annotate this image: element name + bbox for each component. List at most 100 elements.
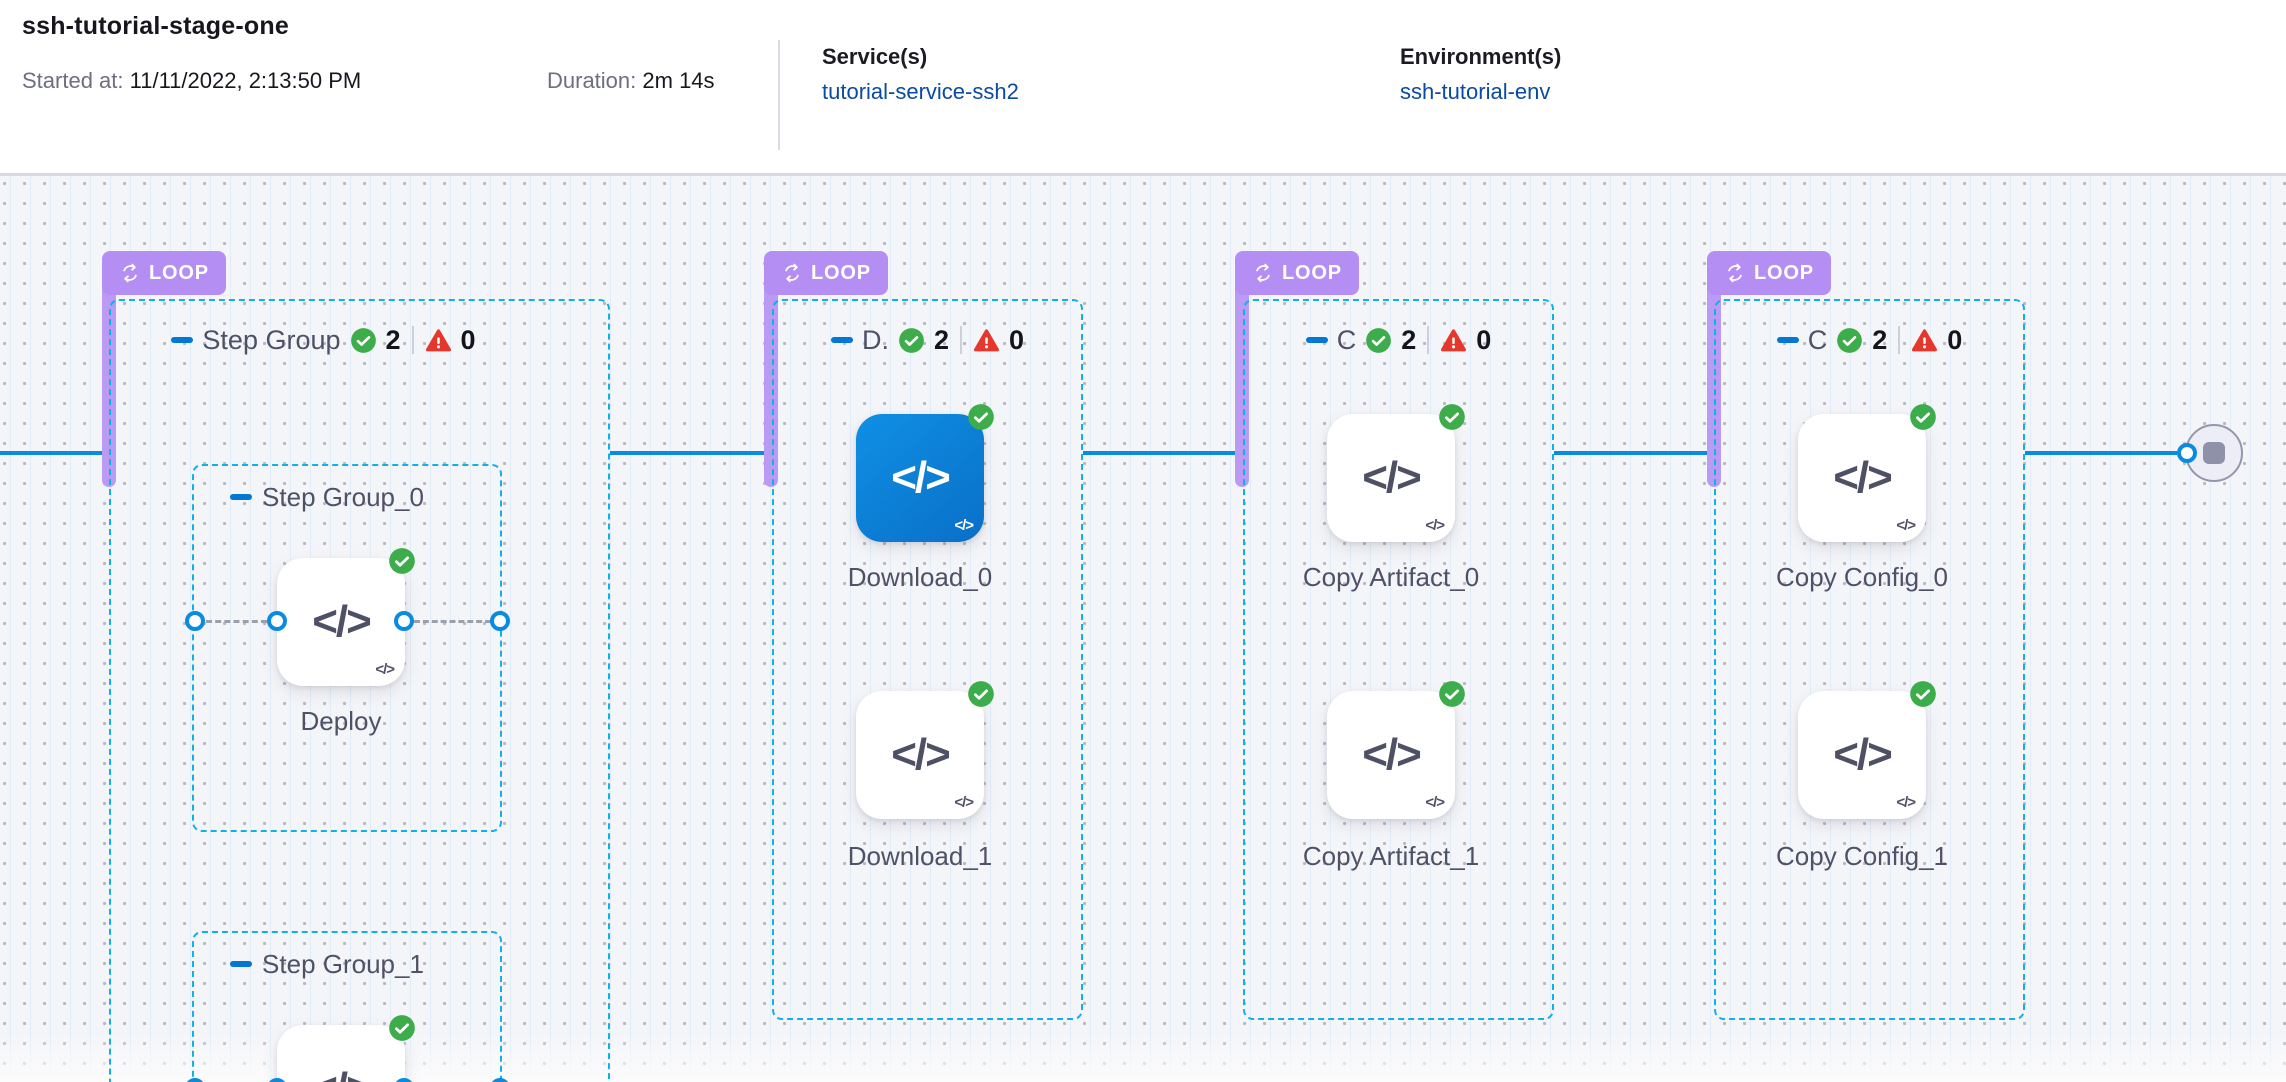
success-count: 2 — [385, 324, 401, 355]
step-group-1-box[interactable]: Step Group_1 </> — [185, 931, 510, 1082]
step-group-1-name: Step Group_1 — [262, 948, 424, 979]
group-name: D. — [861, 324, 889, 355]
environment-link[interactable]: ssh-tutorial-env — [1400, 79, 1551, 104]
connector-anchor[interactable] — [490, 1078, 510, 1082]
collapse-dash-icon[interactable] — [230, 494, 253, 500]
failure-warning-icon — [1912, 328, 1938, 351]
count-divider — [1898, 326, 1901, 354]
end-node-anchor[interactable] — [2177, 443, 2197, 463]
connector-dashed-line — [206, 620, 267, 623]
step-label: Copy Config_1 — [1776, 841, 1948, 871]
stop-square-icon — [2203, 442, 2225, 464]
step-card-copy-config-0[interactable]: </> </> — [1798, 404, 1936, 542]
step-slot: </> </> Deploy — [277, 548, 415, 736]
execution-header: ssh-tutorial-stage-one Started at: 11/11… — [0, 0, 2286, 176]
success-count: 2 — [933, 324, 949, 355]
failed-count: 0 — [1476, 324, 1492, 355]
loop-badge: LOOP — [102, 251, 226, 295]
loop-badge-label: LOOP — [1754, 261, 1814, 284]
step-card[interactable]: </> — [277, 1015, 415, 1082]
step-group-0-name: Step Group_0 — [262, 481, 424, 512]
header-divider — [778, 40, 780, 150]
group-header: C 2 0 — [1716, 325, 2023, 355]
step-slot: </> </> Download_0 — [848, 404, 994, 592]
copy-config-group-box[interactable]: C 2 0 </> </> Copy Config_0 </> </> — [1714, 299, 2025, 1020]
count-divider — [1427, 326, 1430, 354]
success-check-icon — [968, 681, 994, 707]
code-step-icon: </> — [1833, 453, 1893, 502]
connector-anchor[interactable] — [185, 611, 205, 631]
loop-icon — [119, 262, 141, 284]
step-label: Download_1 — [847, 841, 993, 871]
step-label: Copy Artifact_0 — [1302, 562, 1480, 592]
step-label: Download_0 — [847, 562, 993, 592]
success-check-icon — [1910, 681, 1936, 707]
code-mini-icon: </> — [1896, 794, 1916, 811]
step-group-header: Step Group 2 0 — [111, 325, 608, 355]
step-card-download-0[interactable]: </> </> — [856, 404, 994, 542]
step-card-copy-artifact-1[interactable]: </> </> — [1327, 681, 1465, 819]
flow-line-segment — [0, 451, 109, 455]
success-check-icon — [1910, 404, 1936, 430]
success-check-icon — [1439, 404, 1465, 430]
collapse-dash-icon[interactable] — [171, 337, 194, 343]
step-card-deploy[interactable]: </> </> — [277, 548, 415, 686]
group-header: D. 2 0 — [774, 325, 1081, 355]
stage-title: ssh-tutorial-stage-one — [22, 12, 289, 40]
success-check-icon — [389, 548, 415, 574]
connector-anchor[interactable] — [490, 611, 510, 631]
connector-anchor[interactable] — [394, 611, 414, 631]
code-step-icon: </> — [1362, 453, 1422, 502]
success-check-icon — [389, 1015, 415, 1041]
code-mini-icon: </> — [1425, 794, 1445, 811]
copy-artifact-group-box[interactable]: C 2 0 </> </> Copy Artifact_0 </> </> — [1243, 299, 1554, 1020]
loop-icon — [1724, 262, 1746, 284]
download-group-box[interactable]: D. 2 0 </> </> Download_0 </> </> — [772, 299, 1083, 1020]
code-step-icon: </> — [312, 597, 372, 646]
step-card-copy-artifact-0[interactable]: </> </> — [1327, 404, 1465, 542]
duration-value: 2m 14s — [642, 68, 715, 93]
success-check-icon — [350, 327, 376, 353]
step-slot: </> — [277, 1015, 415, 1082]
environments-column: Environment(s) ssh-tutorial-env — [1400, 44, 1561, 105]
group-header: C 2 0 — [1245, 325, 1552, 355]
flow-line-segment — [1083, 451, 1235, 455]
code-mini-icon: </> — [1425, 517, 1445, 534]
loop-badge: LOOP — [764, 251, 888, 295]
loop-icon — [781, 262, 803, 284]
loop-ribbon — [764, 268, 778, 487]
collapse-dash-icon[interactable] — [830, 337, 853, 343]
failure-warning-icon — [1441, 328, 1467, 351]
collapse-dash-icon[interactable] — [1776, 337, 1799, 343]
step-group-box[interactable]: Step Group 2 0 Step Group_0 — [109, 299, 610, 1082]
step-group-0-box[interactable]: Step Group_0 </> </> Deploy — [185, 464, 510, 832]
step-slot: </> </> Copy Config_0 — [1776, 404, 1948, 592]
count-divider — [411, 326, 414, 354]
started-at: Started at: 11/11/2022, 2:13:50 PM — [22, 68, 361, 94]
services-label: Service(s) — [822, 44, 928, 69]
code-mini-icon: </> — [954, 794, 974, 811]
started-value: 11/11/2022, 2:13:50 PM — [129, 68, 362, 93]
step-group-0-header: Step Group_0 — [194, 482, 500, 512]
collapse-dash-icon[interactable] — [230, 961, 253, 967]
step-card-copy-config-1[interactable]: </> </> — [1798, 681, 1936, 819]
services-column: Service(s) tutorial-service-ssh2 — [822, 44, 1019, 105]
step-group-name: Step Group — [202, 324, 341, 355]
loop-badge: LOOP — [1707, 251, 1831, 295]
pipeline-canvas[interactable]: LOOP Step Group 2 0 Step Group_0 — [0, 176, 2286, 1082]
service-link[interactable]: tutorial-service-ssh2 — [822, 79, 1019, 104]
success-check-icon — [1366, 327, 1392, 353]
success-count: 2 — [1872, 324, 1888, 355]
connector-anchor[interactable] — [185, 1078, 205, 1082]
failed-count: 0 — [1947, 324, 1963, 355]
loop-badge-label: LOOP — [149, 261, 209, 284]
collapse-dash-icon[interactable] — [1305, 337, 1328, 343]
step-label: Deploy — [300, 706, 382, 736]
step-group-1-header: Step Group_1 — [194, 949, 500, 979]
success-count: 2 — [1401, 324, 1417, 355]
connector-anchor[interactable] — [267, 611, 287, 631]
code-mini-icon: </> — [1896, 517, 1916, 534]
code-mini-icon: </> — [375, 661, 395, 678]
step-card-download-1[interactable]: </> </> — [856, 681, 994, 819]
code-step-icon: </> — [891, 453, 951, 502]
